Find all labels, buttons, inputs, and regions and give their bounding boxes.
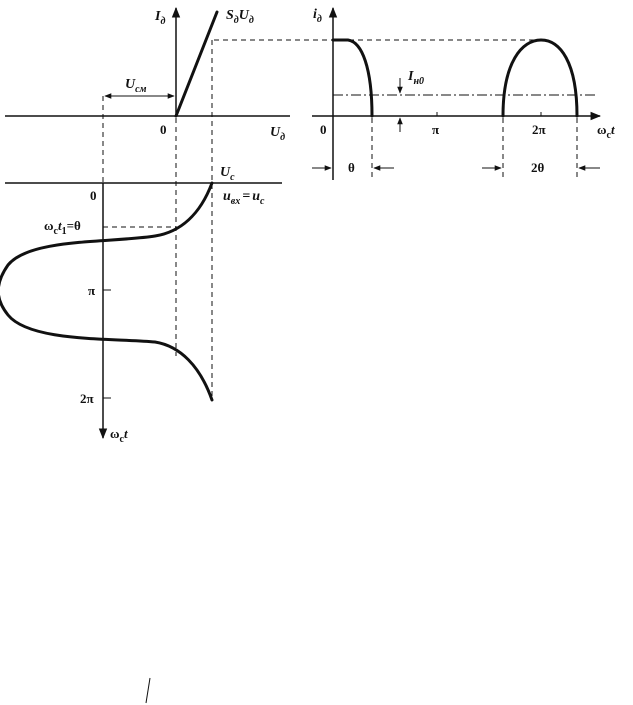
ud-axis-label: Uд	[270, 125, 285, 143]
current-pulse-1	[331, 38, 374, 118]
id-axis-label: Iд	[154, 9, 165, 27]
two-pi-right-label: 2π	[532, 122, 546, 137]
sd-ud-label: SдUд	[226, 8, 254, 26]
pi-left-label: π	[88, 283, 95, 298]
stray-slash-mark	[145, 677, 151, 704]
right-zero-label: 0	[320, 122, 327, 137]
two-theta-label: 2θ	[531, 160, 545, 175]
ucm-label: Uсм	[125, 77, 147, 95]
lower-zero-label: 0	[90, 188, 97, 203]
ih0-label: Iн0	[407, 69, 424, 87]
uvx-uc-label: uвх=uc	[223, 189, 265, 207]
pi-right-label: π	[432, 122, 439, 137]
origin-zero-label: 0	[160, 122, 167, 137]
theta-label: θ	[348, 160, 355, 175]
wt-bottom-label: ωct	[110, 426, 128, 445]
two-pi-left-label: 2π	[80, 391, 94, 406]
input-signal-curve	[0, 181, 214, 402]
diode-characteristic-line	[174, 10, 219, 118]
wt1-theta-label: ωct1=θ	[44, 218, 81, 237]
current-pulse-2	[501, 38, 579, 118]
wt-right-label: ωct	[597, 122, 615, 141]
uc-label: Uc	[220, 165, 235, 183]
id-right-label: iд	[313, 7, 322, 25]
